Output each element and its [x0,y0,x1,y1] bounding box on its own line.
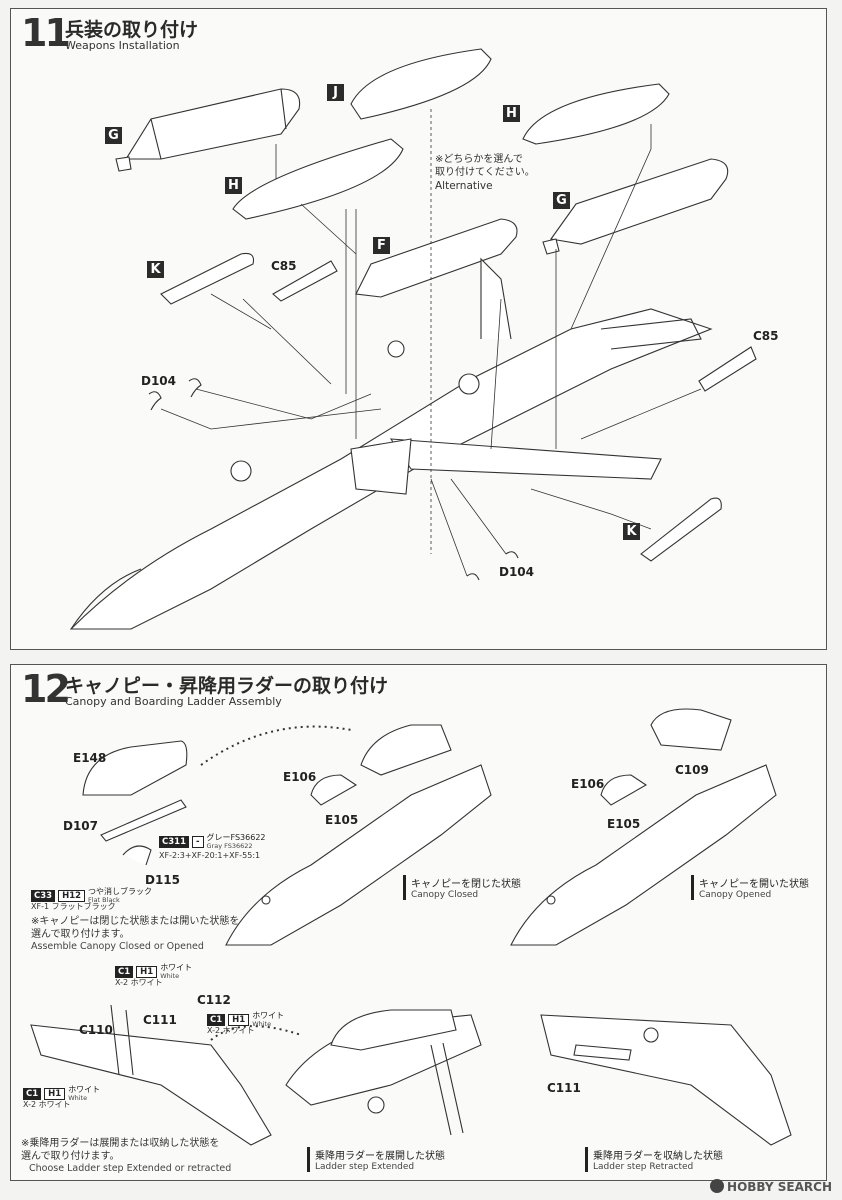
paint-sub: XF-1 フラットブラック [31,902,116,911]
state-en: Canopy Opened [699,890,772,900]
label-c85-left: C85 [271,259,297,273]
paint-name-en: Gray FS36622 [206,842,253,850]
paint-code: C1 [23,1088,42,1100]
paint-hcode: - [191,836,204,848]
canopy-note-jp-1: ※キャノピーは閉じた状態または開いた状態を [31,916,240,927]
label-d107: D107 [63,819,99,833]
part-box-f: F [373,237,390,254]
step-title-en: Weapons Installation [65,39,180,52]
step-12-panel: 12 キャノピー・昇降用ラダーの取り付け Canopy and Boarding… [10,664,827,1181]
paint-name-en: White [252,1020,272,1028]
state-en: Canopy Closed [411,890,479,900]
canopy-note-jp-2: 選んで取り付けます。 [31,929,130,940]
watermark: HOBBY SEARCH [710,1179,832,1194]
label-e106-closed: E106 [283,770,317,784]
paint-name-en: Flat Black [88,896,120,904]
state-en: Ladder step Retracted [593,1162,694,1172]
paint-hcode: H1 [44,1088,66,1100]
canopy-note-en: Assemble Canopy Closed or Opened [31,941,204,952]
paint-hcode: H12 [58,890,86,902]
ladder-note-jp-2: 選んで取り付けます。 [21,1151,120,1162]
paint-name-jp: グレーFS36622 [206,833,266,842]
alternative-note-jp-1: ※どちらかを選んで [435,154,523,165]
paint-name-jp: ホワイト [252,1011,285,1020]
alternative-note-jp-2: 取り付けてください。 [435,167,535,178]
label-e105-opened: E105 [607,817,641,831]
step-title-en: Canopy and Boarding Ladder Assembly [65,695,282,708]
paint-code: C1 [207,1014,226,1026]
paint-name-jp: つや消しブラック [88,887,153,896]
state-en: Ladder step Extended [315,1162,415,1172]
paint-sub: X-2 ホワイト [207,1026,255,1035]
paint-code: C311 [159,836,189,848]
step-title-jp: 兵装の取り付け [65,19,199,41]
label-c112: C112 [197,993,231,1007]
weapons-installation-drawing [69,48,757,630]
label-c111-retracted: C111 [547,1081,581,1095]
state-ladder-retracted: 乗降用ラダーを収納した状態 Ladder step Retracted [585,1147,723,1172]
ladder-note-en: Choose Ladder step Extended or retracted [29,1163,232,1174]
paint-name-en: White [160,972,180,980]
step-title-jp: キャノピー・昇降用ラダーの取り付け [65,675,389,697]
label-d104-left: D104 [141,374,177,388]
label-e148: E148 [73,751,107,765]
paint-name-en: White [68,1094,88,1102]
state-jp: キャノピーを閉じた状態 [411,879,521,890]
label-e106-opened: E106 [571,777,605,791]
paint-hcode: H1 [228,1014,250,1026]
alternative-note-en: Alternative [435,180,493,192]
step-number: 11 [21,11,71,55]
paint-sub: X-2 ホワイト [115,978,163,987]
part-box-k-left: K [147,261,164,278]
ladder-note-jp-1: ※乗降用ラダーは展開または収納した状態を [21,1138,220,1149]
label-c111-ladder: C111 [143,1013,177,1027]
paint-name-jp: ホワイト [160,963,193,972]
canopy-ladder-drawing [30,708,792,1146]
label-d115: D115 [145,873,181,887]
paint-code: C33 [31,890,56,902]
part-box-h-right: H [503,105,520,122]
label-d104-bottom: D104 [499,565,535,579]
hobby-search-logo-icon [710,1179,725,1193]
part-box-g-left: G [105,127,122,144]
label-c85-right: C85 [753,329,779,343]
label-c109: C109 [675,763,709,777]
paint-hcode: H1 [136,966,158,978]
paint-mix: XF-2:3+XF-20:1+XF-55:1 [159,851,261,860]
label-c110: C110 [79,1023,113,1037]
label-e105-closed: E105 [325,813,359,827]
part-box-g-right: G [553,192,570,209]
part-box-j: J [327,84,344,101]
step-11-panel: 11 兵装の取り付け Weapons Installation G J H H … [10,8,827,650]
watermark-text: HOBBY SEARCH [727,1180,832,1194]
paint-sub: X-2 ホワイト [23,1100,71,1109]
state-canopy-opened: キャノピーを開いた状態 Canopy Opened [691,875,809,900]
state-ladder-extended: 乗降用ラダーを展開した状態 Ladder step Extended [307,1147,445,1172]
paint-code: C1 [115,966,134,978]
paint-name-jp: ホワイト [68,1085,101,1094]
state-jp: 乗降用ラダーを収納した状態 [593,1151,723,1162]
part-box-h-left: H [225,177,242,194]
step-number: 12 [21,667,71,711]
part-box-k-right: K [623,523,640,540]
state-jp: キャノピーを開いた状態 [699,879,809,890]
state-jp: 乗降用ラダーを展開した状態 [315,1151,445,1162]
state-canopy-closed: キャノピーを閉じた状態 Canopy Closed [403,875,521,900]
